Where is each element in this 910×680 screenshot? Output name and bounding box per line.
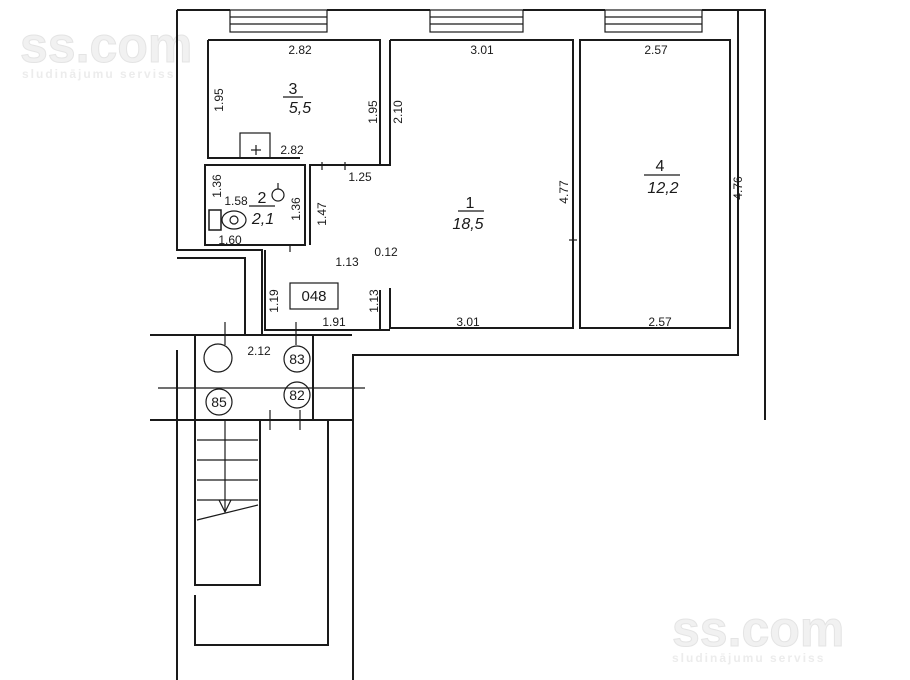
room-2-walls — [204, 164, 306, 246]
staircase — [150, 322, 365, 680]
dim-r1-left-upper: 2.10 — [391, 100, 405, 124]
svg-text:2: 2 — [258, 190, 267, 207]
room-2-label: 2 2,1 — [249, 190, 275, 228]
apartment-code-box — [289, 282, 339, 310]
watermark-bottom-right: ss.com sludinājumu serviss — [672, 601, 845, 666]
dimension-labels: 2.82 1.95 1.95 2.82 3.01 2.10 4.77 3.01 … — [210, 43, 745, 358]
dim-wall-0-12: 0.12 — [374, 245, 398, 259]
dim-wc-bottom: 1.60 — [218, 233, 242, 247]
svg-text:4: 4 — [656, 158, 665, 175]
svg-text:3: 3 — [289, 81, 298, 98]
room-4-walls — [579, 39, 731, 329]
dim-corr-1-91: 1.91 — [322, 315, 346, 329]
stair-marker-85: 85 — [211, 394, 227, 410]
svg-text:2,1: 2,1 — [251, 211, 274, 228]
svg-text:12,2: 12,2 — [647, 180, 678, 197]
dim-corr-1-13-v: 1.13 — [367, 289, 381, 313]
svg-text:1: 1 — [466, 195, 475, 212]
stair-column-icon — [203, 343, 233, 373]
dim-stair-2-12: 2.12 — [247, 344, 271, 358]
stair-marker-82: 82 — [289, 387, 305, 403]
dim-corr-1-19: 1.19 — [267, 289, 281, 313]
room-4-label: 4 12,2 — [644, 158, 680, 197]
dim-corr-1-13: 1.13 — [335, 255, 359, 269]
dim-r3-top: 2.82 — [288, 43, 312, 57]
sink-icon — [271, 188, 285, 202]
dim-door: 1.25 — [348, 170, 372, 184]
room-3-label: 3 5,5 — [283, 81, 311, 117]
dim-wc-inner: 1.58 — [224, 194, 248, 208]
svg-text:18,5: 18,5 — [452, 216, 483, 233]
dim-r1-bottom: 3.01 — [456, 315, 480, 329]
stove-icon — [239, 132, 271, 159]
room-labels: 3 5,5 2 2,1 1 18,5 4 12,2 — [249, 81, 680, 233]
stair-marker-83: 83 — [289, 351, 305, 367]
stair-markers: 83 82 85 — [211, 351, 305, 410]
dim-r1-right: 4.77 — [557, 180, 571, 204]
svg-text:5,5: 5,5 — [289, 100, 311, 117]
dim-wall-1-47: 1.47 — [315, 202, 329, 226]
dim-r4-right: 4.76 — [731, 176, 745, 200]
window-room-4 — [604, 9, 703, 33]
watermark-tagline: sludinājumu serviss — [672, 651, 825, 665]
dim-wc-right: 1.36 — [289, 197, 303, 221]
apartment-code: 048 — [301, 288, 326, 305]
dim-wc-left: 1.36 — [210, 174, 224, 198]
windows — [229, 9, 703, 33]
watermark-tagline: sludinājumu serviss — [22, 67, 175, 81]
outer-walls — [176, 9, 766, 680]
dim-r3-left: 1.95 — [212, 88, 226, 112]
watermark-top-left: ss.com sludinājumu serviss — [20, 17, 193, 82]
dim-r3-bottom: 2.82 — [280, 143, 304, 157]
room-1-label: 1 18,5 — [452, 195, 484, 233]
toilet-icon — [221, 210, 247, 230]
toilet-tank-icon — [208, 209, 222, 231]
dim-r4-bottom: 2.57 — [648, 315, 672, 329]
window-room-3 — [229, 9, 328, 33]
watermark-logo: ss.com — [20, 17, 192, 73]
window-room-1 — [429, 9, 524, 33]
dim-r4-top: 2.57 — [644, 43, 668, 57]
dim-r3-right: 1.95 — [366, 100, 380, 124]
corridor-walls — [264, 245, 390, 331]
watermark-logo: ss.com — [672, 601, 844, 657]
room-1-walls — [309, 39, 577, 329]
dim-r1-top: 3.01 — [470, 43, 494, 57]
